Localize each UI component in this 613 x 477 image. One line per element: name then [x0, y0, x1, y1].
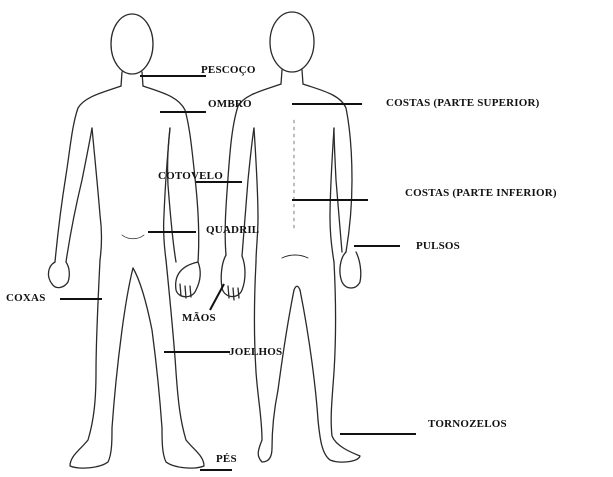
- label-ankles: TORNOZELOS: [428, 418, 507, 430]
- label-hip: QUADRIL: [206, 224, 259, 236]
- label-shoulder: OMBRO: [208, 98, 252, 110]
- hands-leader: [210, 284, 224, 310]
- label-feet: PÉS: [216, 453, 237, 465]
- label-elbow: COTOVELO: [158, 170, 223, 182]
- front-figure-outline: [48, 14, 204, 468]
- back-figure-outline: [221, 12, 361, 462]
- label-neck: PESCOÇO: [201, 64, 256, 76]
- label-knees: JOELHOS: [229, 346, 282, 358]
- label-wrists: PULSOS: [416, 240, 460, 252]
- label-hands: MÃOS: [182, 312, 216, 324]
- label-upper-back: COSTAS (PARTE SUPERIOR): [386, 97, 540, 109]
- label-lower-back: COSTAS (PARTE INFERIOR): [405, 187, 557, 199]
- label-thighs: COXAS: [6, 292, 46, 304]
